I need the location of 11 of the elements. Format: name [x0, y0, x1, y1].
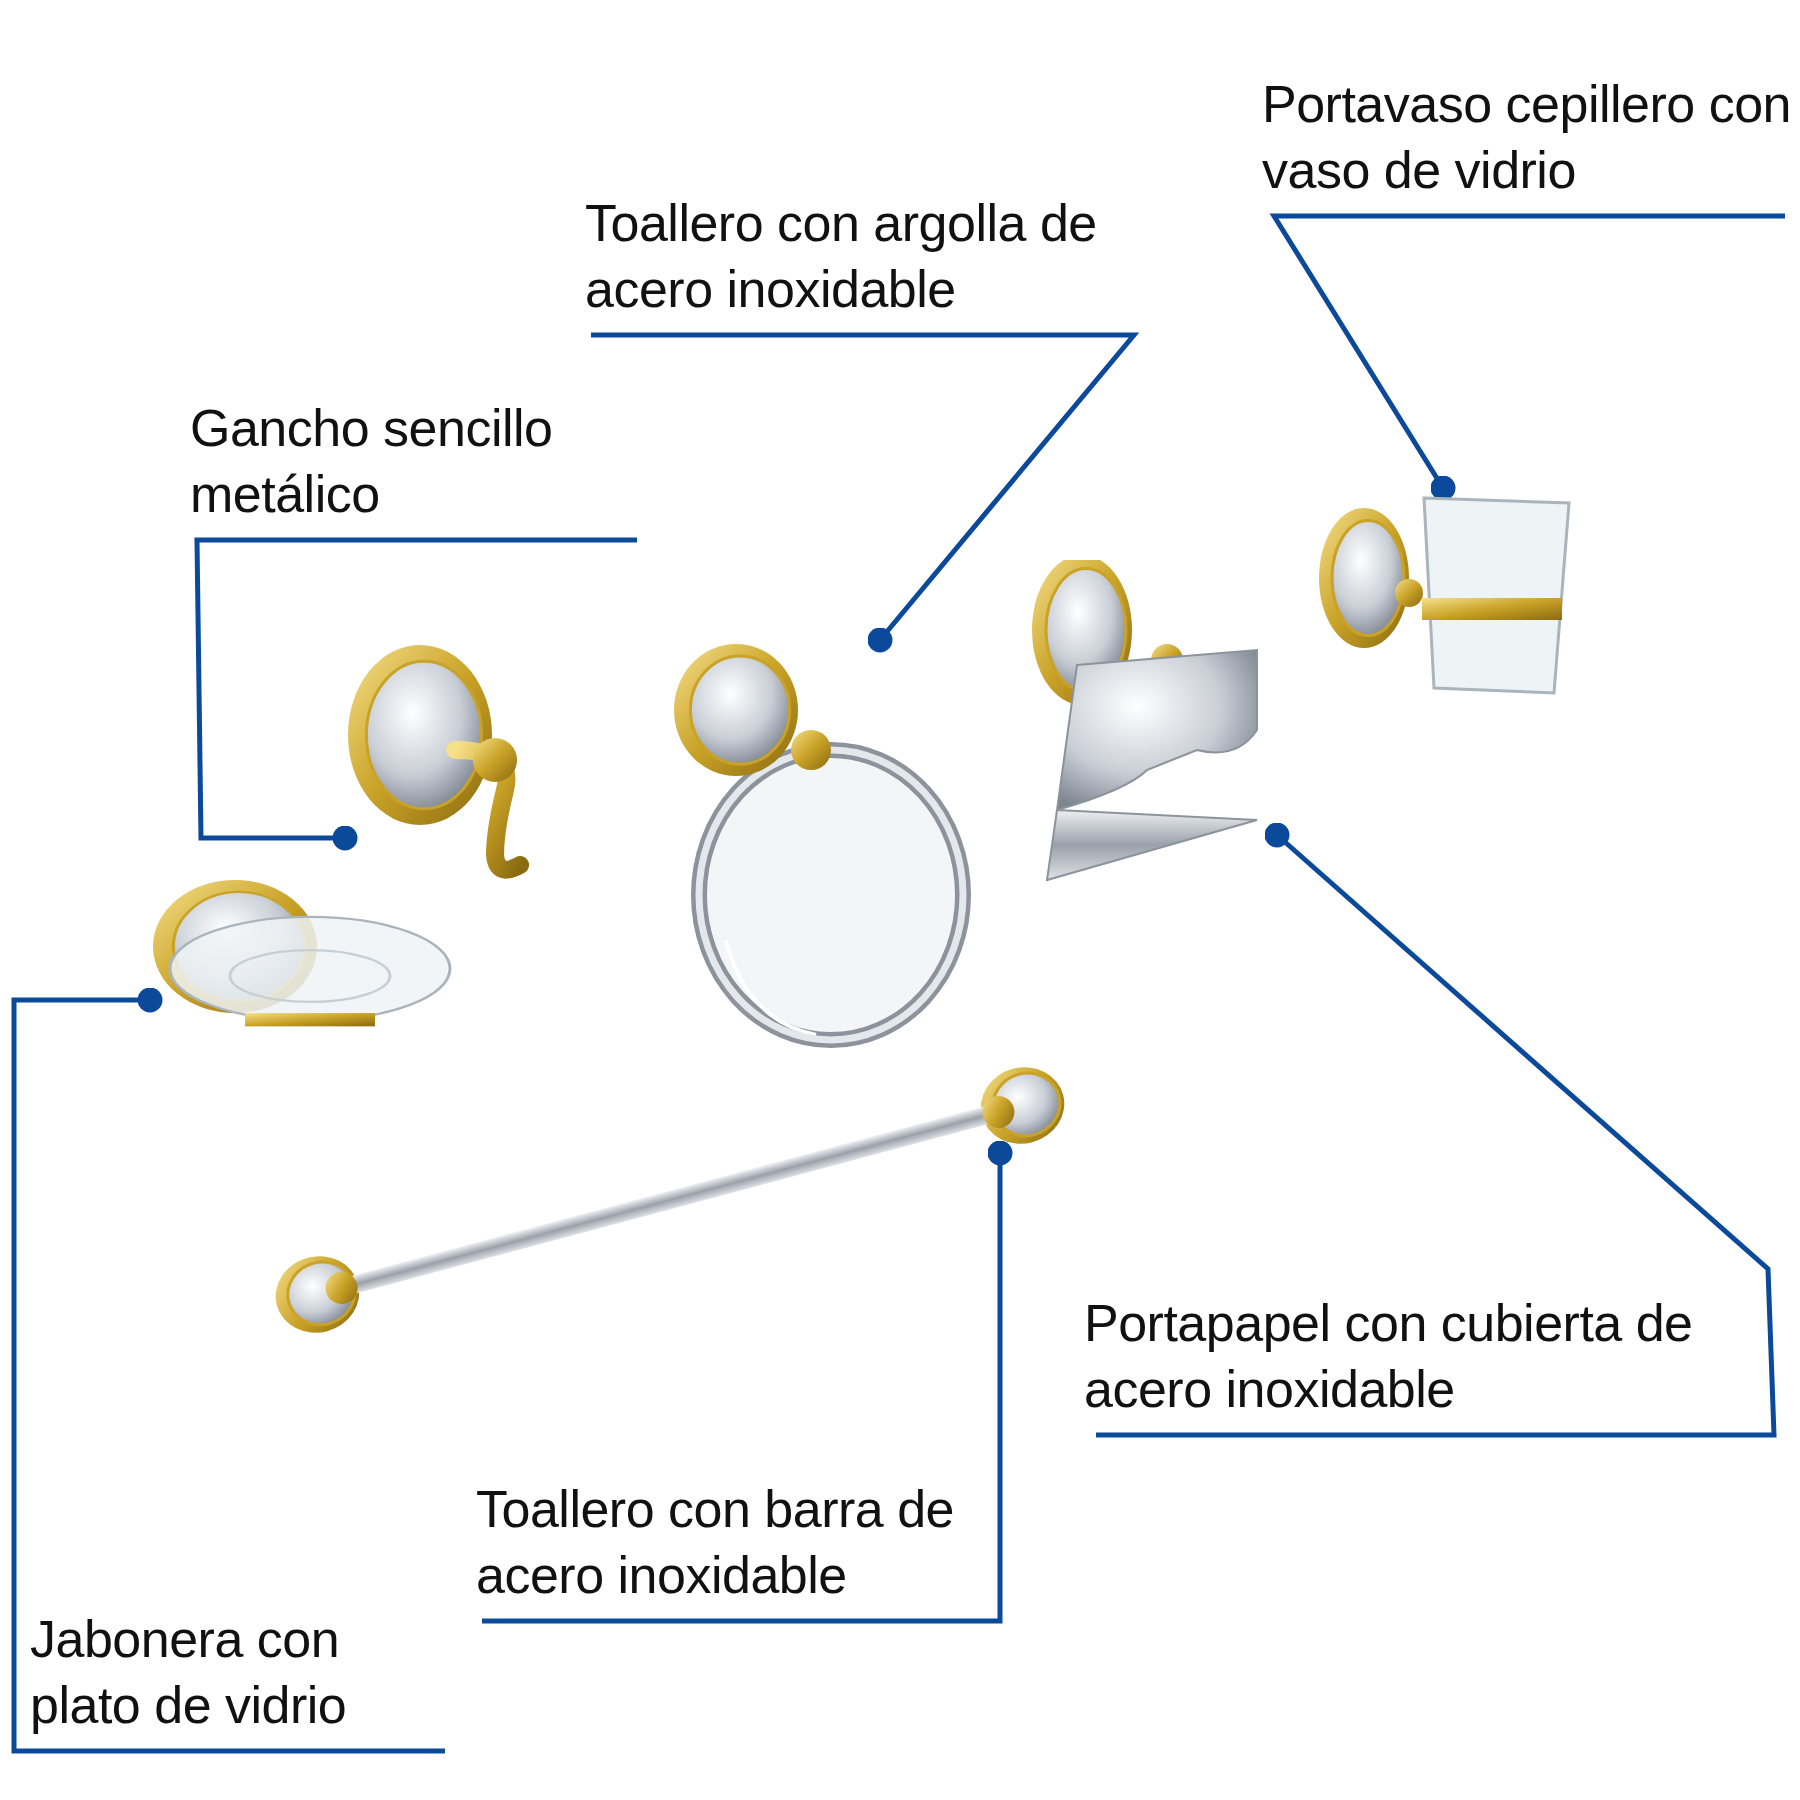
callout-label: Gancho sencillo metálico	[190, 397, 554, 526]
callout-label: Toallero con argolla de acero inoxidable	[585, 192, 1098, 321]
leader-line	[11, 987, 445, 1754]
callout-label: Jabonera con plato de vidrio	[30, 1608, 348, 1737]
callout-label: Toallero con barra de acero inoxidable	[476, 1478, 955, 1607]
callout-label: Portapapel con cubierta de acero inoxidable	[1084, 1292, 1694, 1421]
leader-line	[194, 537, 637, 851]
leader-line	[591, 332, 1140, 653]
leader-line	[482, 1140, 1013, 1624]
leader-line	[1096, 822, 1777, 1438]
callout-label: Portavaso cepillero con vaso de vidrio	[1262, 73, 1792, 202]
